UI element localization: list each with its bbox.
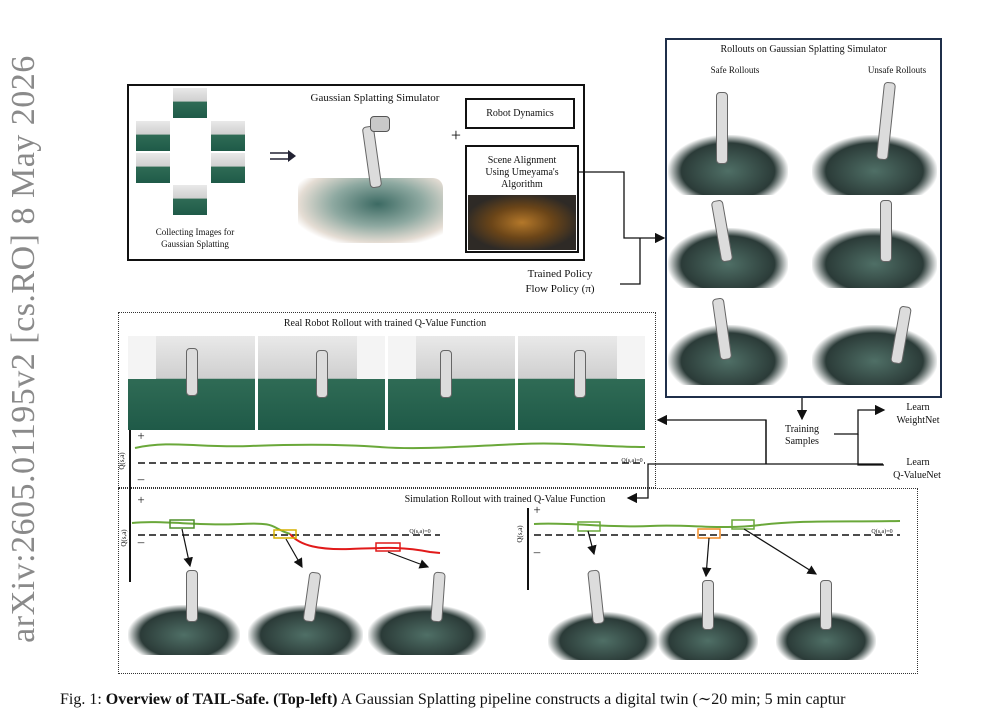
collect-caption-line2: Gaussian Splatting xyxy=(161,239,229,249)
caption-fig-label: Fig. 1: xyxy=(60,691,106,708)
training-to-qvaluenet-arrow xyxy=(857,434,884,466)
scene-alignment-line1: Scene Alignment xyxy=(487,155,557,166)
scene-alignment-line3: Algorithm xyxy=(501,179,543,190)
thumbnail-image xyxy=(136,153,170,183)
sim-left-marker-red xyxy=(375,542,401,552)
sim-left-q-curve-safe xyxy=(131,521,291,535)
caption-body-text: A Gaussian Splatting pipeline constructs… xyxy=(337,691,846,708)
collect-caption-line1: Collecting Images for xyxy=(155,227,235,237)
qvaluenet-to-real-arrow xyxy=(656,414,767,464)
thumbnail-image xyxy=(173,185,207,215)
scene-to-rollouts-connector xyxy=(579,171,666,244)
sim-left-arrow-1 xyxy=(181,528,193,568)
sim-right-arrow-1 xyxy=(587,530,597,556)
scene-alignment-line2: Using Umeyama's xyxy=(485,167,559,178)
qvaluenet-to-sim-arrow xyxy=(628,420,883,498)
sim-right-marker-green-2 xyxy=(731,519,755,530)
trained-policy-line1: Trained Policy xyxy=(527,268,593,280)
thumbnail-image xyxy=(136,121,170,151)
sim-right-arrow-3 xyxy=(743,528,818,575)
thumbnail-image xyxy=(211,121,245,151)
real-q-curve xyxy=(134,442,646,450)
sim-rollout-panel xyxy=(118,488,918,674)
sim-right-marker-orange xyxy=(697,528,721,539)
real-rollout-panel xyxy=(118,312,656,488)
scene-alignment-box xyxy=(465,145,579,253)
learn-qvaluenet-line2: Q-ValueNet xyxy=(893,470,941,481)
figure-caption: Fig. 1: Overview of TAIL-Safe. (Top-left… xyxy=(60,689,1000,709)
learn-qvaluenet-line1: Learn xyxy=(906,457,930,468)
thumbnail-image xyxy=(173,88,207,118)
robot-dynamics-label: Robot Dynamics xyxy=(486,108,554,119)
learn-weightnet-line1: Learn xyxy=(906,402,930,413)
point-cloud-image xyxy=(468,195,576,250)
trained-policy-line2: Flow Policy (π) xyxy=(525,283,595,295)
safe-rollouts-label: Safe Rollouts xyxy=(710,65,760,75)
sim-right-minus-label: – xyxy=(533,544,541,559)
robot-dynamics-box xyxy=(465,98,575,129)
sim-left-plus-label: + xyxy=(137,492,145,507)
caption-bold-text: Overview of TAIL-Safe. (Top-left) xyxy=(105,691,338,708)
sim-left-arrow-3 xyxy=(387,551,430,569)
sim-left-marker-yellow xyxy=(273,529,297,539)
sim-left-zero-label: Q(s,a)=0 xyxy=(409,529,431,535)
training-samples-line1: Training xyxy=(784,424,820,435)
sim-left-marker-green xyxy=(169,519,195,529)
real-zero-label: Q(s,a)=0 xyxy=(621,458,643,464)
thumbnail-image xyxy=(211,153,245,183)
sim-right-plus-label: + xyxy=(533,502,541,517)
training-samples-line2: Samples xyxy=(785,436,819,447)
gaussian-splatting-title: Gaussian Splatting Simulator xyxy=(310,92,440,104)
gaussian-splat-render xyxy=(288,108,448,248)
learn-weightnet-line2: WeightNet xyxy=(896,415,940,426)
sim-left-minus-label: – xyxy=(137,534,145,549)
rollouts-panel xyxy=(665,38,942,398)
real-rollout-title: Real Robot Rollout with trained Q-Value … xyxy=(283,318,487,329)
training-to-weightnet-arrow xyxy=(834,404,886,435)
sim-left-q-curve-unsafe xyxy=(289,533,441,554)
sim-right-marker-green-1 xyxy=(577,521,601,532)
double-arrow-icon xyxy=(270,150,296,162)
sim-right-arrow-2 xyxy=(701,537,712,578)
sim-rollout-title: Simulation Rollout with trained Q-Value … xyxy=(404,494,606,505)
real-minus-label: – xyxy=(137,471,145,486)
sim-left-arrow-2 xyxy=(285,538,303,569)
sim-right-q-curve xyxy=(533,520,901,529)
plus-sign: + xyxy=(450,125,462,145)
policy-to-rollouts-connector xyxy=(620,238,641,285)
unsafe-rollouts-label: Unsafe Rollouts xyxy=(867,65,927,75)
rollouts-title: Rollouts on Gaussian Splatting Simulator xyxy=(720,44,887,55)
sim-right-zero-label: Q(s,a)=0 xyxy=(871,529,893,535)
real-plus-label: + xyxy=(137,428,145,443)
